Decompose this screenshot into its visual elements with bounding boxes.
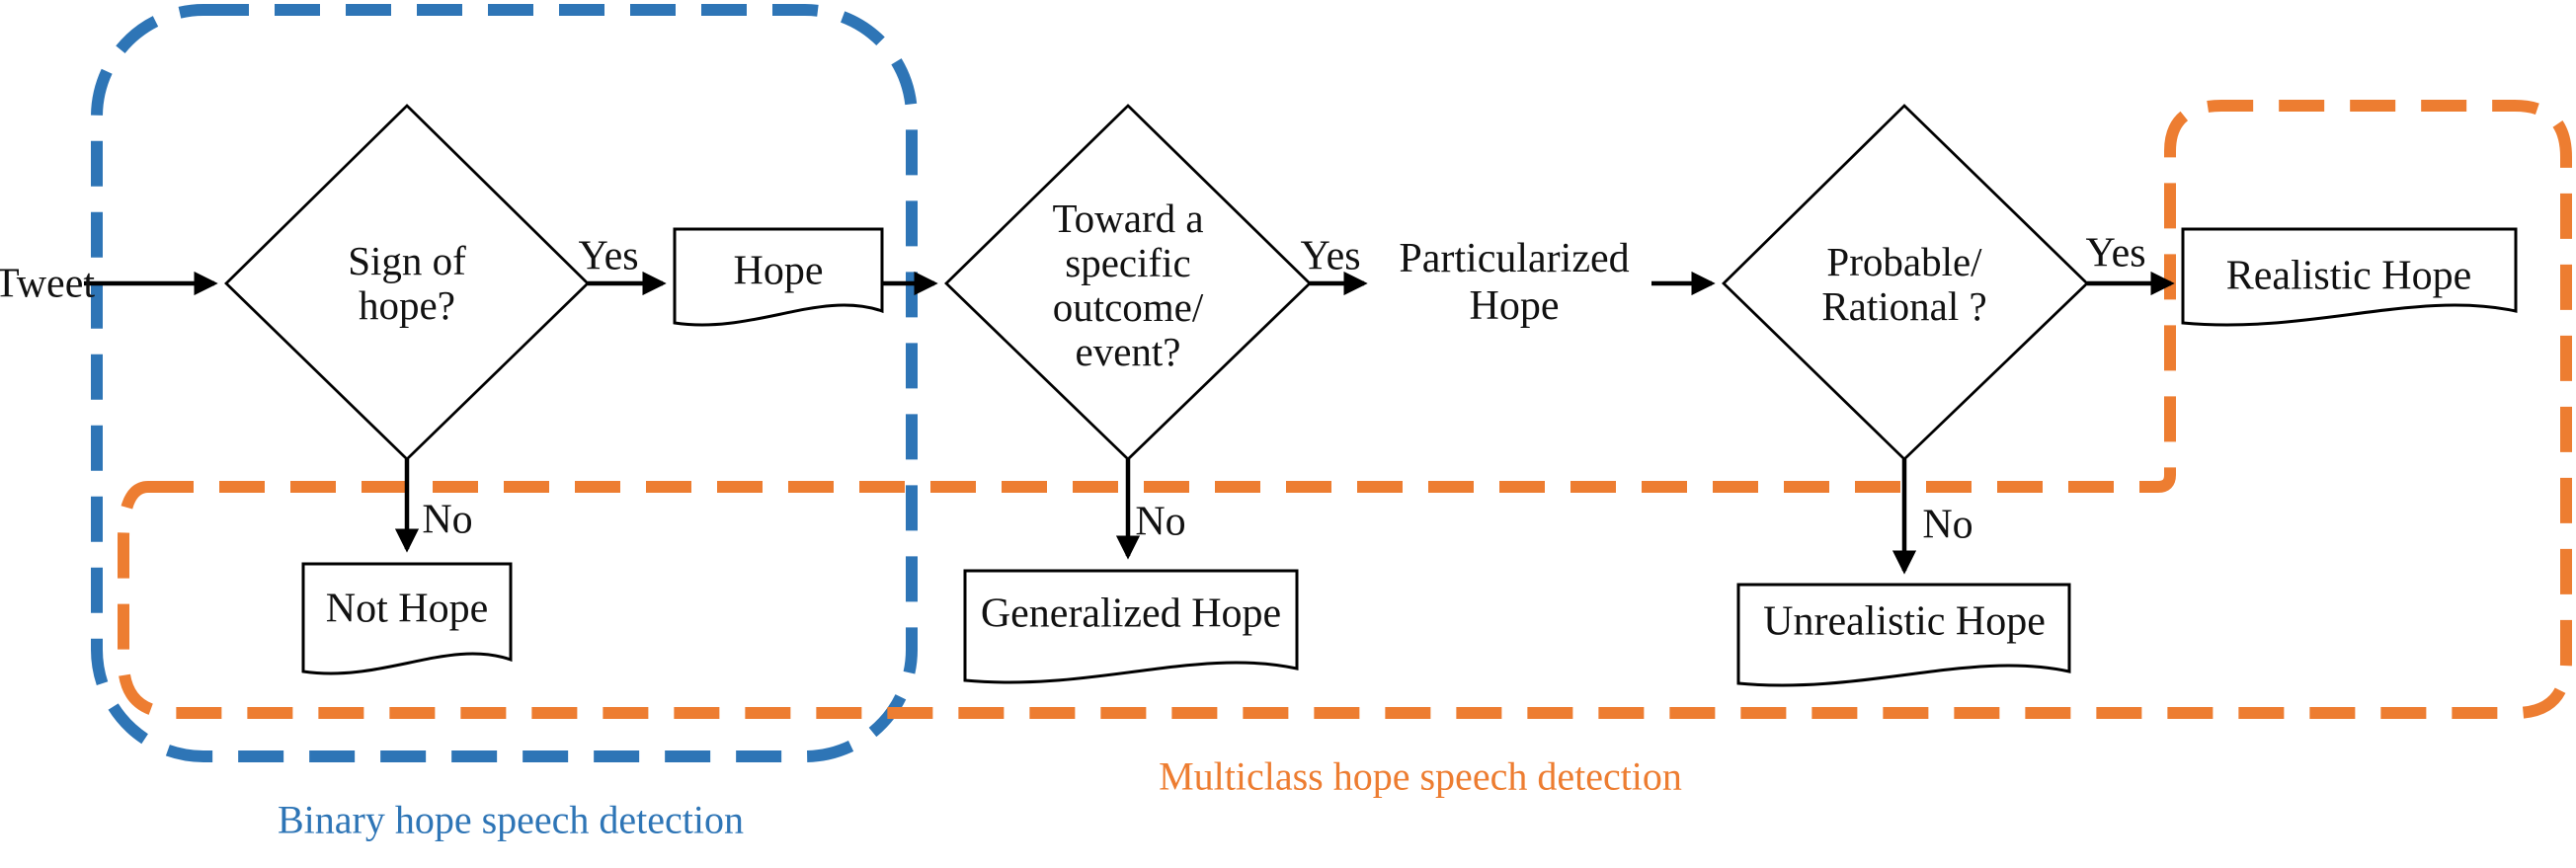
binary-region-label: Binary hope speech detection <box>277 797 745 842</box>
branch-label-no-1: No <box>422 497 473 543</box>
output-label-hope: Hope <box>733 248 824 294</box>
document-shape-not-hope <box>301 562 513 675</box>
branch-label-no-3: No <box>1922 502 1973 548</box>
output-label-generalized-hope: Generalized Hope <box>980 591 1282 637</box>
document-shape-realistic-hope <box>2181 227 2518 327</box>
branch-label-yes-2: Yes <box>1300 233 1361 279</box>
branch-label-no-2: No <box>1135 499 1186 545</box>
output-label-particularized-hope: Particularized Hope <box>1399 236 1630 329</box>
decision-label-sign-of-hope: Sign of hope? <box>348 238 466 328</box>
output-label-unrealistic-hope: Unrealistic Hope <box>1763 598 2046 645</box>
output-label-not-hope: Not Hope <box>325 586 489 632</box>
decision-label-specific-outcome: Toward a specific outcome/ event? <box>1052 196 1204 374</box>
connectors <box>84 271 2175 575</box>
branch-label-yes-1: Yes <box>578 233 639 279</box>
multiclass-region-label: Multiclass hope speech detection <box>1159 753 1682 799</box>
multiclass-region-outline <box>118 100 2572 719</box>
document-shape-generalized-hope <box>963 569 1299 684</box>
output-label-realistic-hope: Realistic Hope <box>2225 253 2472 299</box>
binary-region-outline <box>91 4 918 762</box>
branch-label-yes-3: Yes <box>2085 230 2146 276</box>
start-node-label: Tweet <box>0 261 96 307</box>
document-shape-hope <box>673 227 884 327</box>
document-shapes <box>301 227 2518 687</box>
decision-label-probable-rational: Probable/ Rational ? <box>1821 239 1987 329</box>
document-shape-unrealistic-hope <box>1736 583 2071 687</box>
